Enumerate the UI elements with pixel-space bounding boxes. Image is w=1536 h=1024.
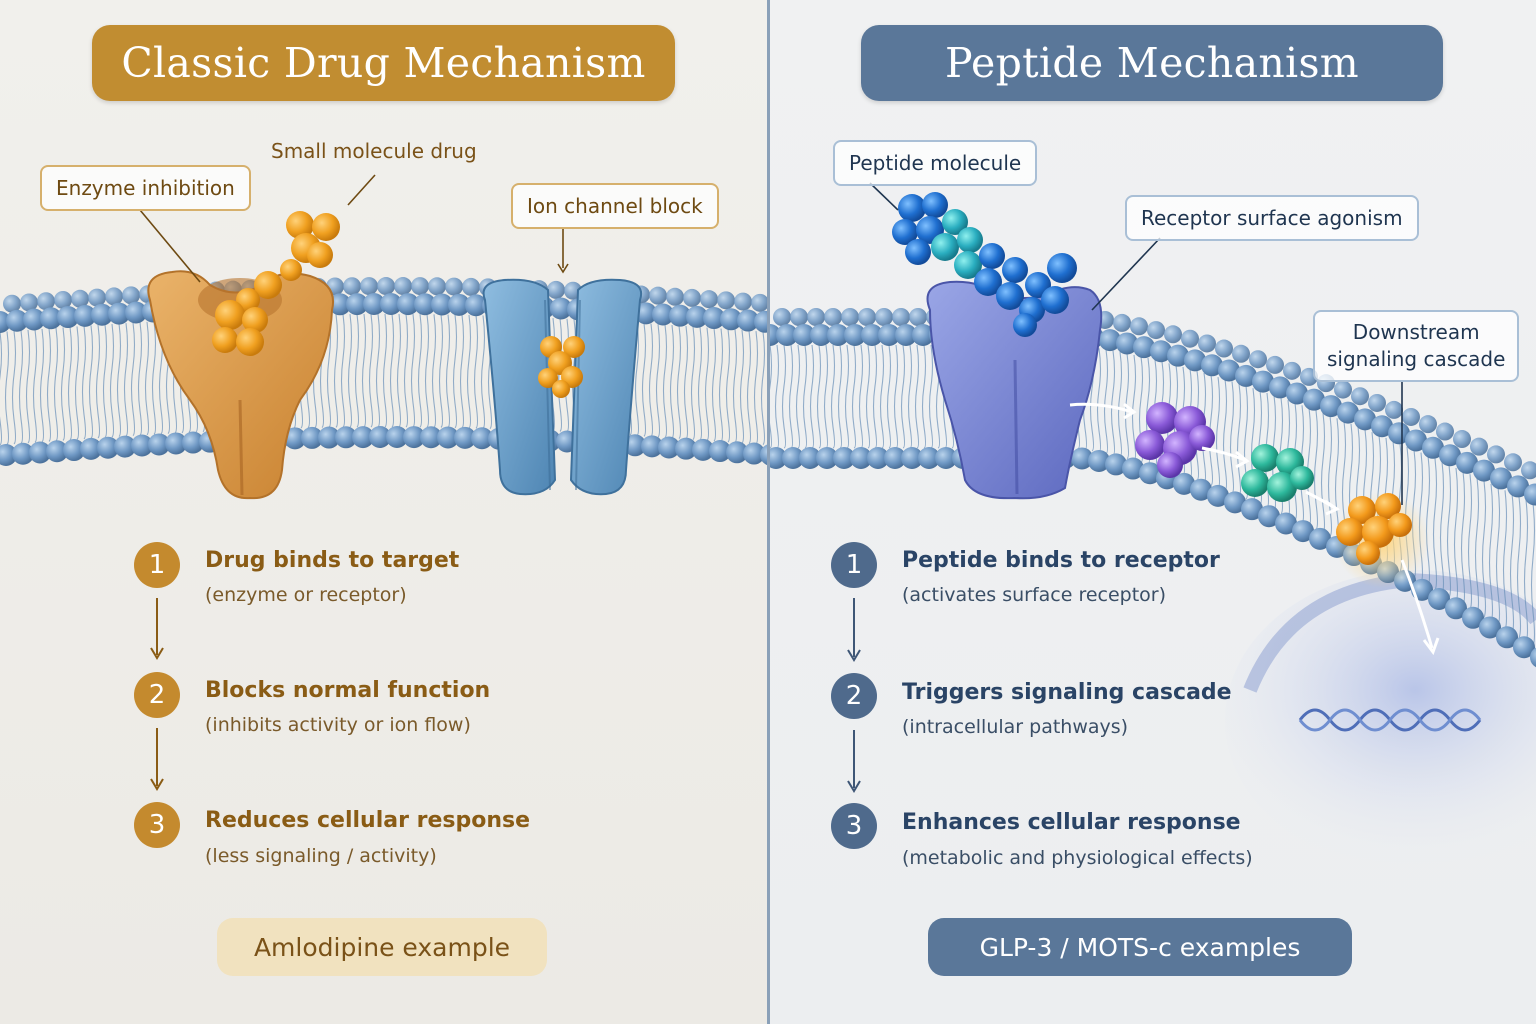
cascade-protein-purple xyxy=(1135,402,1215,478)
left-step-1-sub: (enzyme or receptor) xyxy=(205,584,407,606)
amlodipine-example-badge: Amlodipine example xyxy=(217,918,547,976)
peptide-molecule xyxy=(892,192,1077,337)
right-step-2-sub: (intracellular pathways) xyxy=(902,716,1129,738)
downstream-label-line-1: Downstream xyxy=(1352,320,1480,344)
peptide-leader-line xyxy=(869,182,899,211)
left-step-2-number: 2 xyxy=(134,672,180,718)
left-step-3-number: 3 xyxy=(134,802,180,848)
right-step-3-title: Enhances cellular response xyxy=(902,810,1241,835)
right-step-1-number: 1 xyxy=(831,542,877,588)
downstream-label-line-2: signaling cascade xyxy=(1327,347,1506,371)
left-step-3-title: Reduces cellular response xyxy=(205,808,530,833)
classic-drug-title: Classic Drug Mechanism xyxy=(92,25,675,101)
right-step-2-title: Triggers signaling cascade xyxy=(902,680,1232,705)
right-membrane-illustration xyxy=(770,182,1536,870)
cascade-protein-teal xyxy=(1241,444,1314,502)
panel-divider xyxy=(767,0,770,1024)
left-step-3-sub: (less signaling / activity) xyxy=(205,845,437,867)
right-panel: Peptide Mechanism xyxy=(770,0,1536,1024)
right-step-arrows xyxy=(847,598,861,793)
left-panel: Classic Drug Mechanism xyxy=(0,0,768,1024)
small-molecule-drug-label: Small molecule drug xyxy=(271,139,477,163)
peptide-molecule-label: Peptide molecule xyxy=(833,140,1038,186)
right-step-1-title: Peptide binds to receptor xyxy=(902,548,1220,573)
enzyme-inhibition-label: Enzyme inhibition xyxy=(40,165,251,211)
cell-nucleus xyxy=(1225,570,1536,870)
right-step-3-number: 3 xyxy=(831,803,877,849)
left-step-arrows xyxy=(150,598,164,791)
peptide-mechanism-title: Peptide Mechanism xyxy=(861,25,1443,101)
glp3-motsc-example-badge: GLP-3 / MOTS-c examples xyxy=(928,918,1352,976)
left-step-1-title: Drug binds to target xyxy=(205,548,460,573)
lipid-bilayer-left xyxy=(0,277,768,466)
left-step-1-number: 1 xyxy=(134,542,180,588)
receptor-leader-line xyxy=(1091,237,1161,311)
small-molecule-drug xyxy=(212,211,340,356)
receptor-agonism-label: Receptor surface agonism xyxy=(1125,195,1419,241)
ion-channel-protein xyxy=(482,278,642,496)
left-step-2-sub: (inhibits activity or ion flow) xyxy=(205,714,471,736)
left-step-2-title: Blocks normal function xyxy=(205,678,491,703)
channel-blocker-drug xyxy=(538,336,585,398)
downstream-cascade-label: Downstream signaling cascade xyxy=(1313,310,1520,382)
drug-leader-line xyxy=(347,174,376,206)
left-membrane-illustration xyxy=(0,174,768,791)
right-step-2-number: 2 xyxy=(831,673,877,719)
ion-channel-block-label: Ion channel block xyxy=(511,183,719,229)
cascade-arrows xyxy=(1069,402,1440,656)
cascade-protein-orange xyxy=(1336,493,1412,565)
right-step-1-sub: (activates surface receptor) xyxy=(902,584,1167,606)
enzyme-leader-line xyxy=(139,209,201,283)
right-step-3-sub: (metabolic and physiological effects) xyxy=(902,847,1253,869)
